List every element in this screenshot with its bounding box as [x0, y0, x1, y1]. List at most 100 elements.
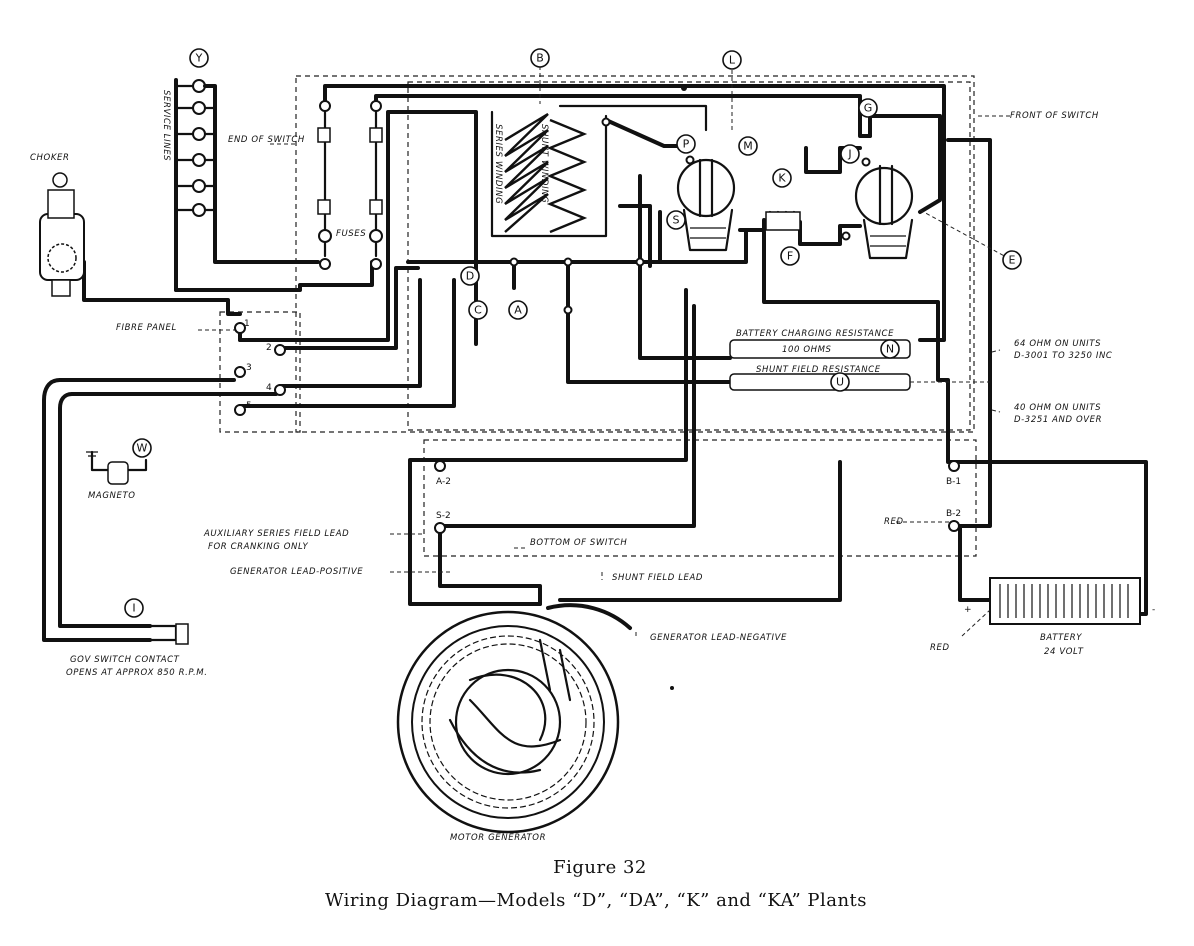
switch-outlines: [219, 75, 977, 557]
main-wiring: [42, 84, 1148, 642]
figure-title: Wiring Diagram—Models “D”, “DA”, “K” and…: [325, 890, 867, 911]
generator-lead-positive-label: GENERATOR LEAD-POSITIVE: [230, 567, 363, 577]
svg-text:A: A: [514, 304, 522, 317]
aux-series-field-line1: AUXILIARY SERIES FIELD LEAD: [203, 529, 349, 539]
marker-b: B: [530, 48, 550, 68]
svg-text:J: J: [847, 148, 851, 161]
resistor-F: [764, 210, 801, 231]
marker-bubbles: Y B L G P M J K S F E D C A N U W I: [124, 48, 1022, 618]
marker-i: I: [124, 598, 144, 618]
marker-w: W: [132, 438, 152, 458]
marker-g: G: [858, 98, 878, 118]
battery: [989, 577, 1141, 625]
svg-text:L: L: [729, 54, 736, 67]
marker-u: U: [830, 372, 850, 392]
battery-charging-resistor: [729, 339, 911, 359]
terminal-b2-label: B-2: [946, 509, 961, 519]
svg-text:W: W: [137, 442, 148, 455]
resistance-value-label: 100 OHMS: [782, 345, 832, 355]
ohm-note-2-line1: 40 OHM ON UNITS: [1014, 403, 1101, 413]
figure-number: Figure 32: [553, 857, 647, 878]
svg-text:E: E: [1009, 254, 1016, 267]
leader-lines: [198, 66, 1010, 638]
terminal-s2-label: S-2: [436, 511, 451, 521]
shunt-field-lead-label: SHUNT FIELD LEAD: [612, 573, 703, 583]
svg-text:D: D: [466, 270, 474, 283]
marker-n: N: [880, 339, 900, 359]
marker-c: C: [468, 300, 488, 320]
battery-plus-sign: +: [964, 605, 972, 615]
series-winding-label: SERIES WINDING: [493, 124, 503, 204]
gov-switch-line2: OPENS AT APPROX 850 R.P.M.: [66, 668, 208, 678]
shunt-winding-label: SHUNT WINDING: [539, 124, 549, 203]
motor-generator: [396, 610, 620, 834]
svg-text:C: C: [474, 304, 482, 317]
fuses-label: FUSES: [336, 229, 366, 239]
svg-text:G: G: [864, 102, 873, 115]
marker-k: K: [772, 168, 792, 188]
svg-text:U: U: [836, 376, 844, 389]
red-label-2: RED: [930, 643, 950, 653]
marker-a: A: [508, 300, 528, 320]
cutout-relay-G: [854, 164, 914, 260]
end-of-switch-label: END OF SWITCH: [228, 135, 305, 145]
magneto: [86, 450, 148, 485]
gov-switch-contact: [148, 623, 189, 645]
terminal-a2-label: A-2: [436, 477, 451, 487]
red-label-1: RED: [884, 517, 904, 527]
bottom-of-switch-label: BOTTOM OF SWITCH: [530, 538, 627, 548]
aux-series-field-line2: FOR CRANKING ONLY: [208, 542, 309, 552]
misc-terminals: [509, 85, 871, 690]
fibre-panel-label: FIBRE PANEL: [116, 323, 177, 333]
choker-label: CHOKER: [30, 153, 69, 163]
service-lines-label: SERVICE LINES: [161, 90, 171, 161]
marker-s: S: [666, 210, 686, 230]
bottom-switch-terminals: A-2 S-2 B-1 B-2: [434, 460, 961, 534]
terminal-b1-label: B-1: [946, 477, 961, 487]
battery-minus-sign: -: [1152, 605, 1155, 615]
terminal-4-label: 4: [266, 383, 272, 393]
choker: [39, 172, 85, 297]
svg-text:Y: Y: [195, 52, 203, 65]
battery-charging-resistance-label: BATTERY CHARGING RESISTANCE: [736, 329, 894, 339]
terminal-2-label: 2: [266, 343, 272, 353]
battery-label: BATTERY: [1040, 633, 1082, 643]
caption: Figure 32 Wiring Diagram—Models “D”, “DA…: [325, 857, 867, 911]
svg-text:I: I: [132, 602, 135, 615]
ohm-note-2-line2: D-3251 AND OVER: [1014, 415, 1102, 425]
motor-generator-label: MOTOR GENERATOR: [450, 833, 546, 843]
marker-f: F: [780, 246, 800, 266]
fuses-column: [317, 100, 383, 270]
gov-switch-line1: GOV SWITCH CONTACT: [70, 655, 180, 665]
marker-j: J: [840, 144, 860, 164]
marker-y: Y: [189, 48, 209, 68]
svg-text:N: N: [886, 343, 894, 356]
svg-text:F: F: [787, 250, 793, 263]
marker-e: E: [1002, 250, 1022, 270]
ohm-note-1-line2: D-3001 TO 3250 INC: [1014, 351, 1112, 361]
shunt-field-resistance-label: SHUNT FIELD RESISTANCE: [756, 365, 881, 375]
battery-voltage-label: 24 VOLT: [1044, 647, 1084, 657]
svg-text:K: K: [778, 172, 786, 185]
cutout-relay-L: [676, 158, 736, 252]
svg-text:B: B: [536, 52, 544, 65]
svg-text:P: P: [683, 138, 690, 151]
shunt-field-resistor: [729, 373, 911, 391]
service-lines-block: [174, 78, 374, 292]
generator-lead-negative-label: GENERATOR LEAD-NEGATIVE: [650, 633, 787, 643]
ohm-note-1-line1: 64 OHM ON UNITS: [1014, 339, 1101, 349]
svg-text:M: M: [743, 140, 753, 153]
terminal-3-label: 3: [246, 363, 252, 373]
marker-m: M: [738, 136, 758, 156]
front-of-switch-label: FRONT OF SWITCH: [1010, 111, 1099, 121]
marker-l: L: [722, 50, 742, 70]
magneto-label: MAGNETO: [88, 491, 136, 501]
terminal-1-label: 1: [244, 319, 250, 329]
field-windings: [504, 112, 588, 234]
marker-d: D: [460, 266, 480, 286]
fibre-panel-terminals: 1 2 3 4 5: [234, 319, 286, 416]
terminal-5-label: 5: [246, 401, 252, 411]
labels: SERVICE LINES END OF SWITCH CHOKER FUSES…: [30, 90, 1155, 843]
svg-text:S: S: [673, 214, 680, 227]
